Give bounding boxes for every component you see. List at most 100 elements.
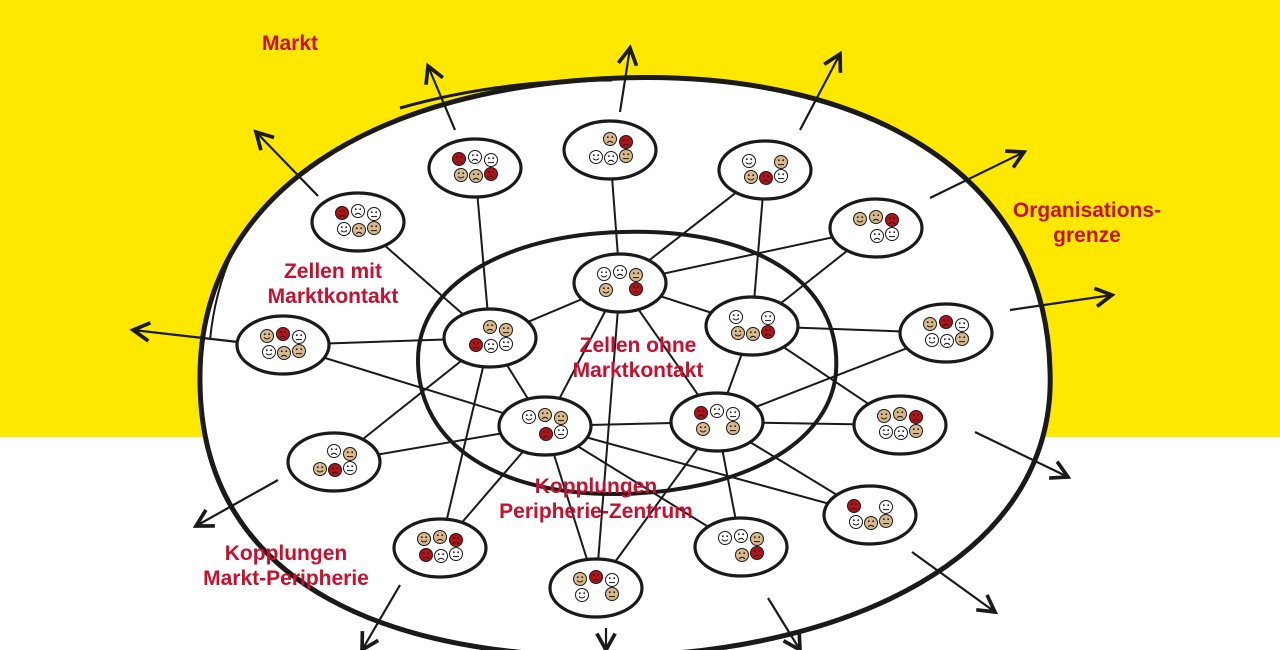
frowning-face-icon xyxy=(613,265,627,279)
neutral-face-icon xyxy=(292,330,306,344)
frowning-face-icon xyxy=(939,315,953,329)
cell xyxy=(828,197,924,259)
neutral-face-icon xyxy=(605,587,619,601)
frowning-face-icon xyxy=(761,325,775,339)
label-line: Markt-Peripherie xyxy=(203,567,369,590)
cell xyxy=(704,295,800,357)
label-line: Marktkontakt xyxy=(572,359,704,382)
frowning-face-icon xyxy=(864,516,878,530)
smiley-face-icon xyxy=(742,154,756,168)
neutral-face-icon xyxy=(955,332,969,346)
frowning-face-icon xyxy=(449,533,463,547)
cell xyxy=(562,119,658,181)
frowning-face-icon xyxy=(710,404,724,418)
neutral-face-icon xyxy=(774,155,788,169)
frowning-face-icon xyxy=(694,406,708,420)
market-arrow xyxy=(362,584,401,650)
neutral-face-icon xyxy=(367,207,381,221)
frowning-face-icon xyxy=(746,327,760,341)
label-line: Kopplungen xyxy=(224,542,348,565)
neutral-face-icon xyxy=(726,407,740,421)
cell xyxy=(310,191,406,253)
cell xyxy=(852,394,948,456)
smiley-face-icon xyxy=(575,588,589,602)
cells xyxy=(235,119,994,619)
market-arrow xyxy=(620,48,630,113)
cell xyxy=(442,307,538,369)
frowning-face-icon xyxy=(484,339,498,353)
frowning-face-icon xyxy=(452,152,466,166)
smiley-face-icon xyxy=(454,168,468,182)
frowning-face-icon xyxy=(603,132,617,146)
label-markt: Markt xyxy=(262,32,319,55)
label-line: grenze xyxy=(1053,224,1121,247)
cell xyxy=(235,314,331,376)
neutral-face-icon xyxy=(499,323,513,337)
frowning-face-icon xyxy=(276,327,290,341)
frowning-face-icon xyxy=(893,407,907,421)
coupling-line xyxy=(544,425,871,516)
smiley-face-icon xyxy=(589,150,603,164)
frowning-face-icon xyxy=(735,548,749,562)
frowning-face-icon xyxy=(604,151,618,165)
market-arrow xyxy=(974,431,1068,477)
market-arrow xyxy=(428,66,457,131)
neutral-face-icon xyxy=(292,344,306,358)
market-arrow xyxy=(196,479,279,526)
label-line: Marktkontakt xyxy=(267,285,399,308)
smiley-face-icon xyxy=(522,410,536,424)
frowning-face-icon xyxy=(734,529,748,543)
core-boundary xyxy=(415,229,839,497)
market-arrow xyxy=(911,551,995,612)
label-kopplungen-peripherie-zentrum: Kopplungen Peripherie-Zentrum xyxy=(478,474,714,524)
label-line: Zellen ohne xyxy=(579,334,697,357)
frowning-face-icon xyxy=(469,338,483,352)
neutral-face-icon xyxy=(499,337,513,351)
smiley-face-icon xyxy=(925,333,939,347)
smiley-face-icon xyxy=(260,329,274,343)
frowning-face-icon xyxy=(869,210,883,224)
frowning-face-icon xyxy=(539,427,553,441)
smiley-face-icon xyxy=(573,572,587,586)
frowning-face-icon xyxy=(870,229,884,243)
neutral-face-icon xyxy=(629,268,643,282)
market-arrow xyxy=(929,152,1024,199)
label-kopplungen-markt-peripherie: Kopplungen Markt-Peripherie xyxy=(180,541,392,591)
smiley-face-icon xyxy=(718,531,732,545)
market-arrow xyxy=(767,597,800,650)
neutral-face-icon xyxy=(619,149,633,163)
frowning-face-icon xyxy=(483,320,497,334)
cell xyxy=(497,395,593,457)
market-arrow xyxy=(799,54,840,131)
neutral-face-icon xyxy=(554,411,568,425)
market-arrows xyxy=(133,48,1112,650)
frowning-face-icon xyxy=(894,426,908,440)
neutral-face-icon xyxy=(449,547,463,561)
smiley-face-icon xyxy=(849,515,863,529)
label-line: Kopplungen xyxy=(534,475,658,498)
cell xyxy=(427,137,523,199)
label-zellen-mit-marktkontakt: Zellen mit Marktkontakt xyxy=(248,259,418,309)
frowning-face-icon xyxy=(468,150,482,164)
frowning-face-icon xyxy=(885,213,899,227)
smiley-face-icon xyxy=(853,212,867,226)
smiley-face-icon xyxy=(696,422,710,436)
coupling-line xyxy=(439,337,491,549)
smiley-face-icon xyxy=(599,283,613,297)
frowning-face-icon xyxy=(484,167,498,181)
neutral-face-icon xyxy=(774,169,788,183)
smiley-face-icon xyxy=(744,170,758,184)
cell xyxy=(822,484,918,546)
neutral-face-icon xyxy=(554,425,568,439)
frowning-face-icon xyxy=(419,548,433,562)
frowning-face-icon xyxy=(328,463,342,477)
frowning-face-icon xyxy=(847,499,861,513)
neutral-face-icon xyxy=(484,153,498,167)
frowning-face-icon xyxy=(277,346,291,360)
frowning-face-icon xyxy=(351,204,365,218)
frowning-face-icon xyxy=(589,570,603,584)
smiley-face-icon xyxy=(417,532,431,546)
frowning-face-icon xyxy=(434,549,448,563)
neutral-face-icon xyxy=(605,573,619,587)
